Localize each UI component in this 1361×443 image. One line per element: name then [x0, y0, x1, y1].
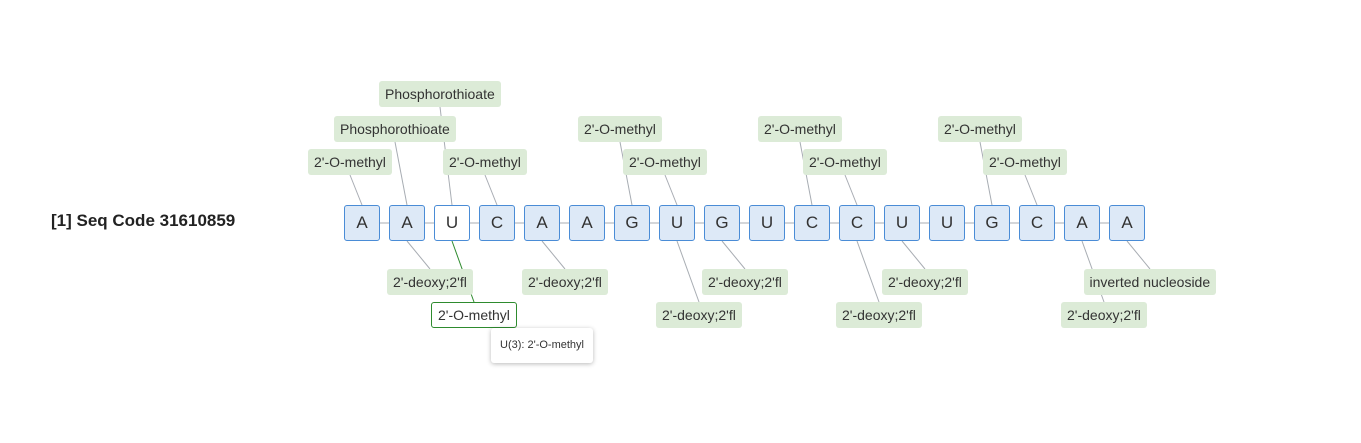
annotation-below-12[interactable]: 2'-deoxy;2'fl: [836, 302, 922, 328]
base-12[interactable]: C: [839, 205, 875, 241]
annotation-above-2[interactable]: Phosphorothioate: [334, 116, 456, 142]
annotation-connector: [677, 241, 699, 302]
annotation-below-18[interactable]: inverted nucleoside: [1084, 269, 1217, 295]
sequence-title: [1] Seq Code 31610859: [51, 210, 235, 232]
annotation-connector: [857, 241, 879, 302]
base-10[interactable]: U: [749, 205, 785, 241]
annotation-above-4[interactable]: 2'-O-methyl: [443, 149, 527, 175]
base-2[interactable]: A: [389, 205, 425, 241]
base-11[interactable]: C: [794, 205, 830, 241]
annotation-above-8[interactable]: 2'-O-methyl: [623, 149, 707, 175]
base-15[interactable]: G: [974, 205, 1010, 241]
annotation-above-7[interactable]: 2'-O-methyl: [578, 116, 662, 142]
base-1[interactable]: A: [344, 205, 380, 241]
annotation-connector: [722, 241, 745, 269]
annotation-connector: [845, 175, 857, 205]
annotation-connector: [542, 241, 565, 269]
base-5[interactable]: A: [524, 205, 560, 241]
base-3[interactable]: U: [434, 205, 470, 241]
annotation-connector: [485, 175, 497, 205]
annotation-above-1[interactable]: 2'-O-methyl: [308, 149, 392, 175]
annotation-connector: [1127, 241, 1150, 269]
annotation-connector: [350, 175, 362, 205]
annotation-below-2[interactable]: 2'-deoxy;2'fl: [387, 269, 473, 295]
annotation-below-3-selected[interactable]: 2'-O-methyl: [431, 302, 517, 328]
annotation-below-8[interactable]: 2'-deoxy;2'fl: [656, 302, 742, 328]
annotation-above-12[interactable]: 2'-O-methyl: [803, 149, 887, 175]
annotation-below-5[interactable]: 2'-deoxy;2'fl: [522, 269, 608, 295]
annotation-below-13[interactable]: 2'-deoxy;2'fl: [882, 269, 968, 295]
annotation-connector: [665, 175, 677, 205]
annotation-below-9[interactable]: 2'-deoxy;2'fl: [702, 269, 788, 295]
base-6[interactable]: A: [569, 205, 605, 241]
base-8[interactable]: U: [659, 205, 695, 241]
base-16[interactable]: C: [1019, 205, 1055, 241]
annotation-below-17[interactable]: 2'-deoxy;2'fl: [1061, 302, 1147, 328]
base-13[interactable]: U: [884, 205, 920, 241]
base-14[interactable]: U: [929, 205, 965, 241]
annotation-above-3[interactable]: Phosphorothioate: [379, 81, 501, 107]
base-17[interactable]: A: [1064, 205, 1100, 241]
base-4[interactable]: C: [479, 205, 515, 241]
base-9[interactable]: G: [704, 205, 740, 241]
annotation-above-16[interactable]: 2'-O-methyl: [983, 149, 1067, 175]
base-18[interactable]: A: [1109, 205, 1145, 241]
annotation-above-15[interactable]: 2'-O-methyl: [938, 116, 1022, 142]
annotation-connector: [407, 241, 430, 269]
annotation-connector: [902, 241, 925, 269]
base-7[interactable]: G: [614, 205, 650, 241]
annotation-connector: [1025, 175, 1037, 205]
annotation-connector: [395, 142, 407, 205]
base-tooltip: U(3): 2'-O-methyl: [491, 328, 593, 363]
annotation-above-11[interactable]: 2'-O-methyl: [758, 116, 842, 142]
